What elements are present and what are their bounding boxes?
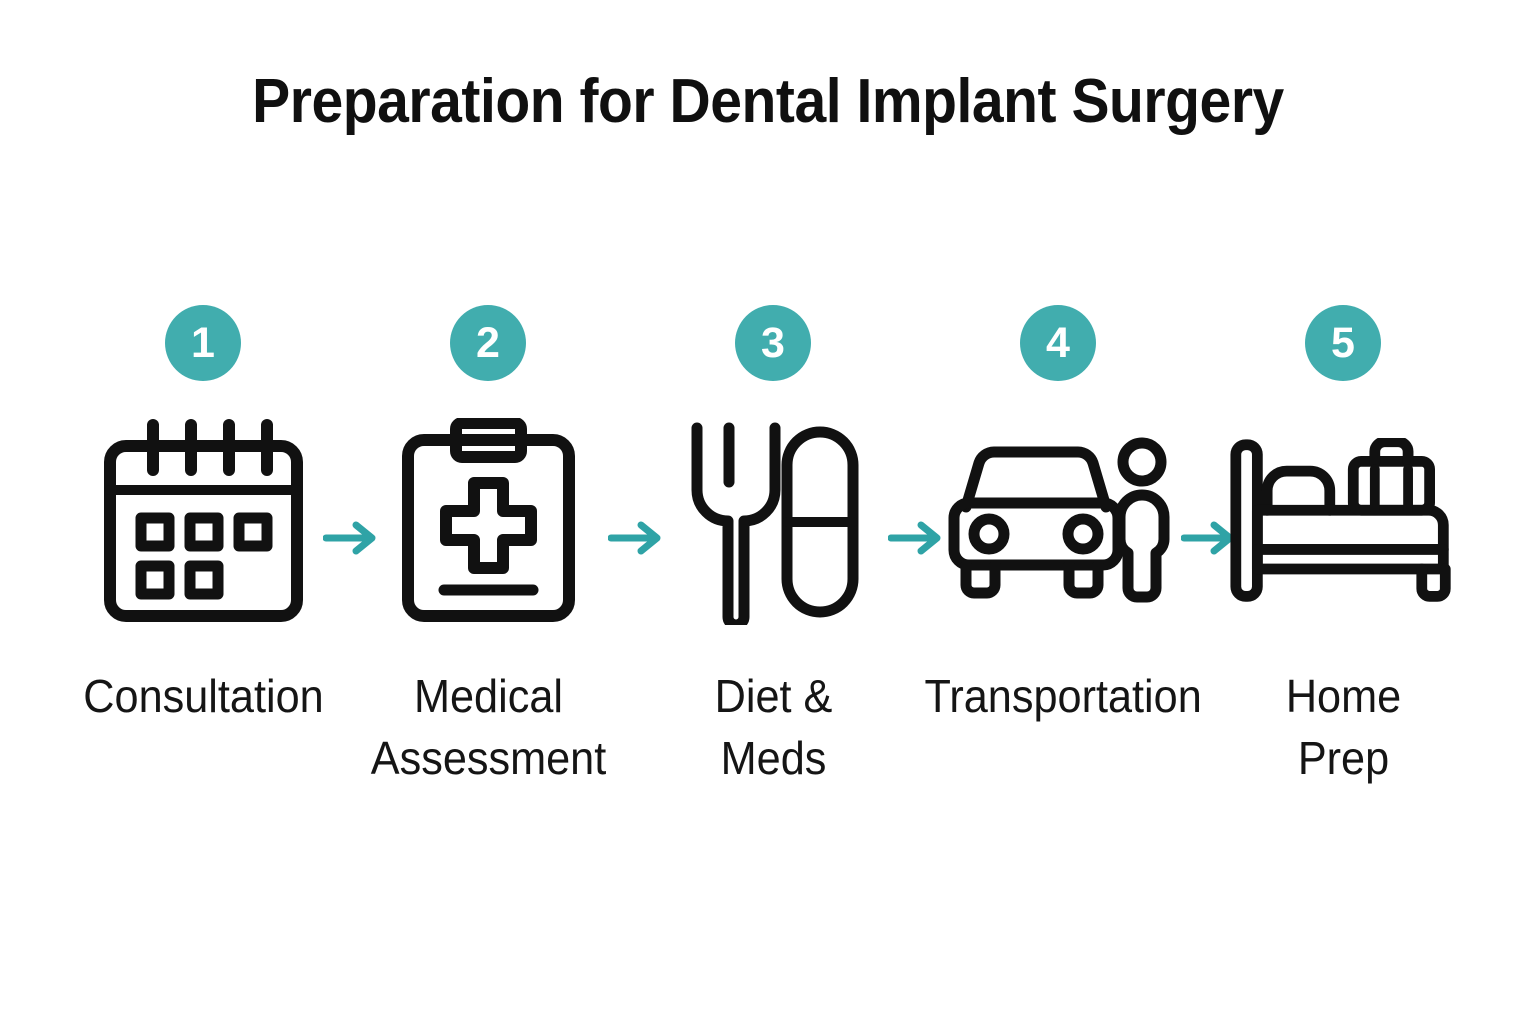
arrow-4-to-5 xyxy=(1181,518,1239,558)
arrow-2-to-3 xyxy=(608,518,666,558)
step-label-1-line-1: Consultation xyxy=(82,670,324,722)
bed-and-suitcase-icon xyxy=(1228,415,1458,630)
step-label-3: Diet & Meds xyxy=(639,665,907,789)
step-label-4-line-1: Transportation xyxy=(924,670,1202,722)
step-2-medical-assessment[interactable]: 2 Medical Assessment xyxy=(346,300,631,820)
step-label-1: Consultation xyxy=(69,665,337,727)
step-5-home-prep[interactable]: 5 xyxy=(1201,300,1486,820)
arrow-3-to-4 xyxy=(888,518,946,558)
calendar-icon xyxy=(88,415,318,630)
step-number-badge-1: 1 xyxy=(165,305,241,381)
step-label-2: Medical Assessment xyxy=(354,665,622,789)
step-number-badge-2: 2 xyxy=(450,305,526,381)
step-label-3-line-2: Meds xyxy=(720,732,826,784)
step-label-4: Transportation xyxy=(924,665,1202,727)
process-steps-row: 1 Consultation xyxy=(0,300,1536,820)
page-title: Preparation for Dental Implant Surgery xyxy=(252,67,1284,136)
step-number-badge-3: 3 xyxy=(735,305,811,381)
step-number-badge-4: 4 xyxy=(1020,305,1096,381)
step-label-2-line-1: Medical xyxy=(413,670,563,722)
step-label-5-line-2: Prep xyxy=(1297,732,1389,784)
step-label-2-line-2: Assessment xyxy=(370,732,606,784)
step-3-diet-and-meds[interactable]: 3 Diet & Meds xyxy=(631,300,916,820)
step-number-badge-5: 5 xyxy=(1305,305,1381,381)
medical-clipboard-icon xyxy=(373,415,603,630)
car-and-person-icon xyxy=(943,415,1173,630)
fork-and-pill-icon xyxy=(658,415,888,630)
step-1-consultation[interactable]: 1 Consultation xyxy=(61,300,346,820)
arrow-1-to-2 xyxy=(323,518,381,558)
step-label-3-line-1: Diet & xyxy=(714,670,832,722)
step-label-5-line-1: Home xyxy=(1285,670,1401,722)
step-label-5: Home Prep xyxy=(1209,665,1477,789)
step-4-transportation[interactable]: 4 xyxy=(916,300,1201,820)
